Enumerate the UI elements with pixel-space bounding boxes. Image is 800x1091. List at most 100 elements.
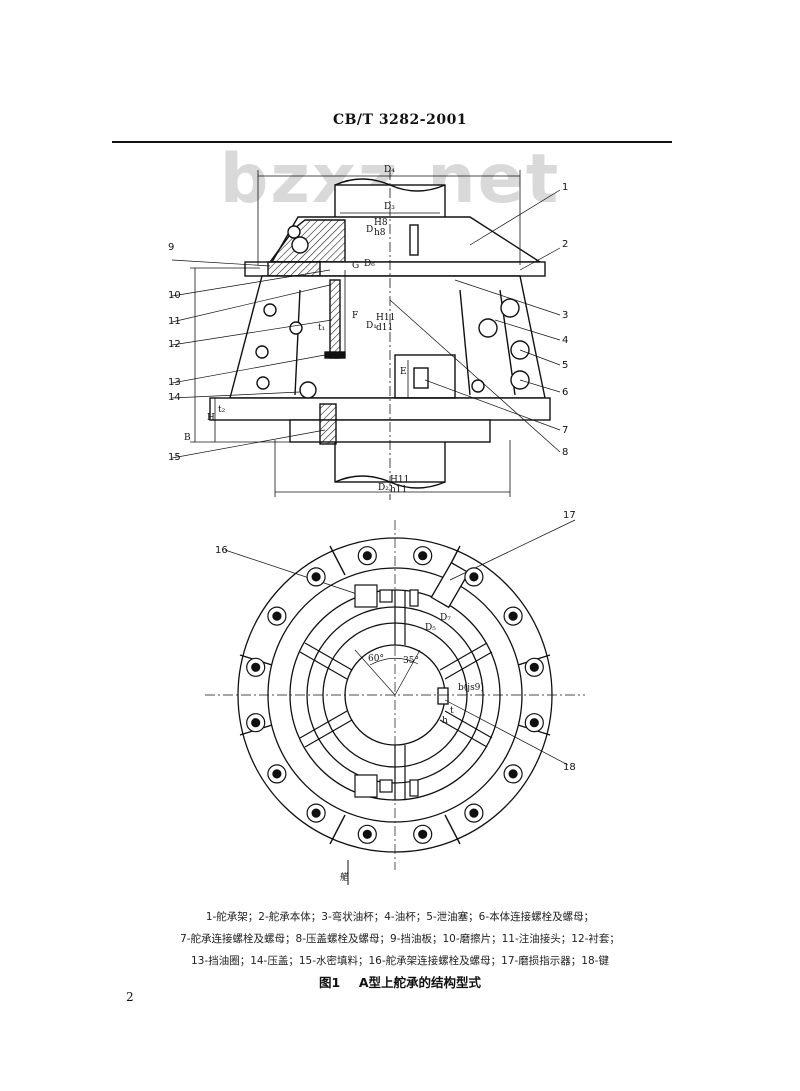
dim-d7: D₇ bbox=[440, 613, 451, 623]
dim-e: E bbox=[400, 367, 407, 377]
callout-9: 9 bbox=[168, 242, 174, 253]
rib-left-1 bbox=[294, 289, 301, 396]
plan-bolt-center bbox=[418, 551, 428, 561]
callout-18: 18 bbox=[563, 762, 576, 773]
dim-d5: D₅ bbox=[425, 623, 436, 633]
plan-bolt-center bbox=[508, 611, 518, 621]
plan-view bbox=[205, 519, 585, 885]
dim-d-h8-sup: H8 bbox=[374, 218, 388, 228]
angle-ray-35 bbox=[394, 649, 421, 696]
plan-bolt-center bbox=[508, 769, 518, 779]
dim-h-plan: h bbox=[442, 716, 448, 726]
plan-bolt-center bbox=[469, 808, 479, 818]
plan-bolt-center bbox=[272, 611, 282, 621]
callout-7: 7 bbox=[562, 425, 568, 436]
section-view bbox=[171, 170, 561, 500]
rib-right-1 bbox=[459, 289, 471, 396]
figure-legend: 1-舵承架；2-舵承本体；3-弯状油杯；4-油杯；5-泄油塞；6-本体连接螺栓及… bbox=[100, 906, 700, 972]
left-studs bbox=[255, 303, 303, 390]
figure-caption: 图1 A型上舵承的结构型式 bbox=[0, 972, 800, 991]
callout-13: 13 bbox=[168, 377, 181, 388]
section-dimension-labels: D₄ D₃ D H8 h8 D₆ F G D₁ H11 d11 t₁ E B H… bbox=[184, 165, 409, 495]
flange-hatch-left bbox=[267, 261, 321, 277]
dim-d2: D₂ bbox=[378, 483, 389, 493]
bushing bbox=[329, 279, 341, 359]
cover-bolt bbox=[409, 224, 419, 256]
callout-4: 4 bbox=[562, 335, 568, 346]
dim-f: F bbox=[352, 311, 358, 321]
callout-2: 2 bbox=[562, 239, 568, 250]
callout-11: 11 bbox=[168, 316, 181, 327]
dim-d2-sub: h11 bbox=[390, 485, 407, 495]
plan-bolts bbox=[246, 546, 544, 844]
callout-14: 14 bbox=[168, 392, 181, 403]
dim-d1-sub: d11 bbox=[376, 323, 393, 333]
leader-18 bbox=[444, 699, 569, 766]
callout-5: 5 bbox=[562, 360, 568, 371]
plan-bolt-center bbox=[311, 808, 321, 818]
dim-d-h8-sub: h8 bbox=[374, 228, 386, 238]
callout-6: 6 bbox=[562, 387, 568, 398]
callout-12: 12 bbox=[168, 339, 181, 350]
oil-ring bbox=[324, 351, 346, 359]
legend-line-2: 7-舵承连接螺栓及螺母；8-压盖螺栓及螺母；9-挡油板；10-磨擦片；11-注油… bbox=[180, 933, 620, 945]
callout-1: 1 bbox=[562, 182, 568, 193]
gland-cavity bbox=[394, 354, 456, 399]
section-callouts: 1 2 3 4 5 6 7 8 9 10 11 12 13 14 15 bbox=[168, 182, 568, 463]
plan-bolt-center bbox=[272, 769, 282, 779]
dim-d4: D₄ bbox=[384, 165, 395, 175]
dim-t1: t₁ bbox=[318, 323, 325, 333]
plan-bolt-center bbox=[311, 572, 321, 582]
dim-d1-sup: H11 bbox=[376, 313, 395, 323]
dim-g: G bbox=[352, 261, 359, 271]
callout-3: 3 bbox=[562, 310, 568, 321]
dim-t2: t₂ bbox=[218, 405, 226, 415]
leader-lines bbox=[171, 189, 561, 459]
plan-labels: 16 17 18 60° 35° D₅ D₇ b(js9) t h 艏 bbox=[215, 510, 576, 883]
angle-60-label: 60° bbox=[368, 654, 384, 664]
callout-16: 16 bbox=[215, 545, 228, 556]
dim-d3: D₃ bbox=[384, 202, 395, 212]
plan-bolt-center bbox=[362, 829, 372, 839]
figure-title: A型上舵承的结构型式 bbox=[358, 975, 482, 990]
bow-mark: 艏 bbox=[340, 871, 349, 883]
wear-indicator bbox=[430, 561, 470, 609]
callout-8: 8 bbox=[562, 447, 568, 458]
body-bolts bbox=[287, 225, 530, 399]
plan-bolt-center bbox=[418, 829, 428, 839]
gland-nut bbox=[413, 367, 429, 389]
legend-line-3: 13-挡油圈；14-压盖；15-水密填料；16-舵承架连接螺栓及螺母；17-磨损… bbox=[191, 955, 609, 967]
dimension-lines bbox=[190, 170, 521, 497]
packing-hatch bbox=[319, 403, 337, 445]
callout-17: 17 bbox=[563, 510, 576, 521]
dim-d1: D₁ bbox=[366, 321, 377, 331]
legend-line-1: 1-舵承架；2-舵承本体；3-弯状油杯；4-油杯；5-泄油塞；6-本体连接螺栓及… bbox=[205, 911, 595, 923]
leader-16 bbox=[224, 549, 361, 596]
plan-nut-groups bbox=[354, 584, 419, 798]
base-flange bbox=[209, 397, 551, 421]
dim-d6: D₆ bbox=[364, 259, 375, 269]
plan-bolt-center bbox=[251, 662, 261, 672]
callout-15: 15 bbox=[168, 452, 181, 463]
angle-arc bbox=[369, 657, 419, 666]
plan-bolt-center bbox=[529, 662, 539, 672]
angle-35-label: 35° bbox=[403, 656, 419, 666]
plan-bolt-center bbox=[362, 551, 372, 561]
figure-number: 图1 bbox=[318, 975, 341, 990]
dim-h: H bbox=[207, 413, 215, 423]
dim-b: B bbox=[184, 433, 191, 443]
plan-bolt-center bbox=[251, 718, 261, 728]
callout-10: 10 bbox=[168, 290, 181, 301]
keyway bbox=[437, 687, 449, 705]
header-rule bbox=[112, 141, 672, 143]
dim-t: t bbox=[450, 706, 454, 716]
page-number: 2 bbox=[126, 990, 134, 1004]
standard-code-header: CB/T 3282-2001 bbox=[332, 112, 468, 128]
dim-d-h8: D bbox=[366, 225, 373, 235]
plan-bolt-center bbox=[469, 572, 479, 582]
angle-ray-60 bbox=[354, 649, 396, 696]
dim-d2-sup: H11 bbox=[390, 475, 409, 485]
dim-b-js9: b(js9) bbox=[458, 682, 484, 693]
plan-bolt-center bbox=[529, 718, 539, 728]
